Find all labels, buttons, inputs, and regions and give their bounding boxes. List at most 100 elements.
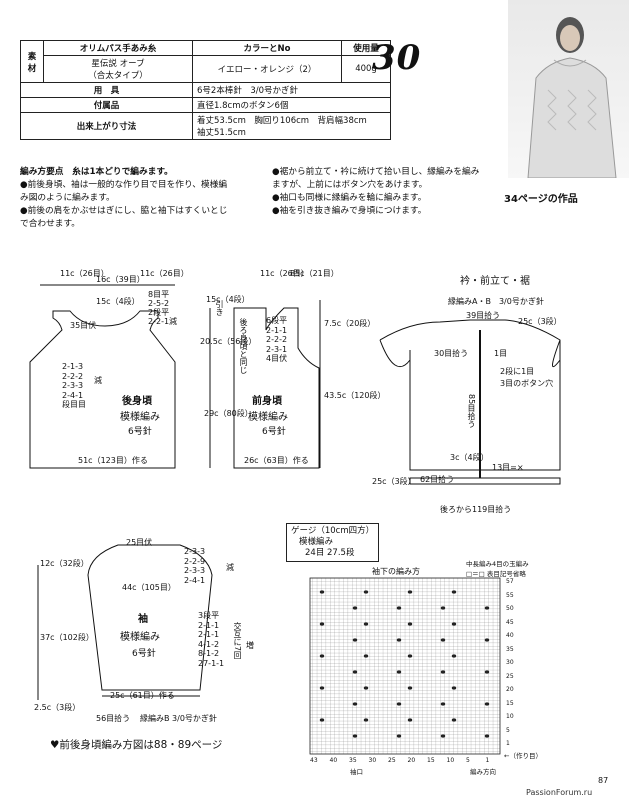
chart-col-label: 1 (485, 757, 490, 764)
collar-pick4: 3目のボタン穴 (500, 379, 554, 388)
chart-row-label: 57 (506, 578, 514, 585)
bobble-symbol (484, 702, 490, 706)
bobble-symbol (440, 638, 446, 642)
chart-bottom-right: 編み方向 (470, 768, 496, 776)
bobble-symbol (407, 590, 413, 594)
chart-row-label: 20 (506, 686, 514, 693)
sleeve-edge: 縁編みB 3/0号かぎ針 (140, 714, 217, 723)
front-armhole: 20.5c（56段） (200, 337, 257, 346)
sleeve-length: 37c（102段） (40, 633, 94, 642)
chart-row-label: 10 (506, 713, 514, 720)
sleeve-hem: 2.5c（3段） (34, 703, 81, 712)
sleeve-title: 袖 (138, 614, 148, 625)
bobble-symbol (440, 670, 446, 674)
bobble-symbol (451, 622, 457, 626)
amount-header: 使用量 (341, 40, 391, 56)
yarn-color: イエロー・オレンジ（2） (192, 55, 342, 83)
collar-front-pick: 85目拾う (467, 394, 476, 429)
bobble-symbol (484, 734, 490, 738)
collar-top-right: 25c（3段） (518, 317, 562, 326)
chart-bottom-left: 袖口 (350, 768, 363, 776)
back-body-outline (29, 310, 176, 469)
footnote: ♥前後身頃編み方図は88・89ページ (50, 739, 223, 751)
front-pattern: 模様編み (248, 412, 288, 423)
front-hiki: 引き (215, 300, 224, 316)
chart-col-label: 20 (407, 757, 416, 764)
bobble-symbol (451, 590, 457, 594)
collar-hem-dim: 25c（3段） (372, 477, 416, 486)
bobble-symbol (440, 606, 446, 610)
bobble-symbol (484, 606, 490, 610)
front-shoulder: 15c（4段） (206, 295, 250, 304)
model-photo (508, 0, 629, 178)
bobble-symbol (396, 638, 402, 642)
collar-title: 衿・前立て・裾 (460, 276, 530, 287)
front-side-note: 後ろ身頃と同じ (239, 318, 248, 374)
chart-row-note: ←（作り目） (504, 752, 542, 760)
collar-pick2: 1目 (494, 349, 508, 358)
chart-row-label: 1 (506, 740, 510, 747)
watermark: PassionForum.ru (526, 788, 593, 797)
back-shoulder: 15c（4段） (96, 297, 140, 306)
collar-hem-pick: 62目拾う (420, 475, 455, 484)
collar-bottom-r: 13目=× (492, 463, 524, 472)
bobble-symbol (396, 670, 402, 674)
bobble-symbol (396, 702, 402, 706)
collar-pick1: 30目拾う (434, 349, 469, 358)
chart-col-label: 25 (388, 757, 396, 764)
bobble-symbol (451, 686, 457, 690)
bobble-symbol (352, 606, 358, 610)
back-dec: 減 (94, 376, 102, 385)
bobble-symbol (440, 702, 446, 706)
bobble-symbol (352, 638, 358, 642)
sleeve-inc-note: 交互に7回 (233, 622, 242, 660)
front-neck-depth: 7.5c（20段） (324, 319, 376, 328)
chart-col-label: 10 (446, 757, 455, 764)
front-cast-on: 26c（63目）作る (244, 456, 309, 465)
bobble-symbol (407, 686, 413, 690)
front-dim-2: 85c（21目） (290, 269, 339, 278)
material-header: 素材 (20, 40, 44, 83)
gauge-box: ゲージ（10cm四方） 模様編み 24目 27.5段 (286, 523, 380, 562)
notes-right: ●裾から前立て・衿に続けて拾い目し、縁編みを編み ますが、上前にはボタン穴をあけ… (272, 167, 480, 216)
back-dim-3: 11c（26目） (140, 269, 189, 278)
chart-col-label: 15 (427, 757, 435, 764)
back-title: 後身頃 (122, 396, 152, 407)
collar-back-pick: 後ろから119目拾う (440, 505, 512, 514)
bobble-symbol (363, 622, 369, 626)
caption: 34ページの作品 (504, 194, 578, 205)
front-total: 43.5c（120段） (324, 391, 386, 400)
notes-left: 編み方要点 糸は1本どりで編みます。 ●前後身頃、袖は一般的な作り目で目を作り、… (20, 167, 228, 229)
bobble-symbol (319, 590, 325, 594)
sleeve-needle: 6号針 (132, 649, 156, 659)
bobble-symbol (363, 718, 369, 722)
bobble-symbol (352, 702, 358, 706)
bobble-symbol (363, 590, 369, 594)
back-pattern: 模様編み (120, 412, 160, 423)
chart-row-label: 55 (506, 591, 514, 599)
bobble-symbol (484, 638, 490, 642)
back-dim-2: 16c（39目） (96, 275, 145, 284)
back-dim-1: 11c（26目） (60, 269, 109, 278)
bobble-symbol (352, 670, 358, 674)
page-number: 87 (598, 776, 609, 785)
bobble-symbol (396, 734, 402, 738)
chart-col-label: 43 (310, 757, 318, 764)
back-cast-on: 51c（123目）作る (78, 456, 148, 465)
chart-legend1: 中長編み4目の玉編み (466, 560, 529, 568)
sleeve-dec: 減 (226, 563, 234, 572)
front-body-outline (233, 307, 320, 469)
back-needle: 6号針 (128, 427, 152, 437)
chart-row-label: 15 (506, 699, 514, 707)
sleeve-pattern: 模様編み (120, 632, 160, 643)
bobble-symbol (451, 718, 457, 722)
bobble-symbol (363, 686, 369, 690)
chart-row-label: 5 (506, 726, 510, 734)
front-side: 29c（80段） (204, 409, 253, 418)
bobble-symbol (396, 606, 402, 610)
